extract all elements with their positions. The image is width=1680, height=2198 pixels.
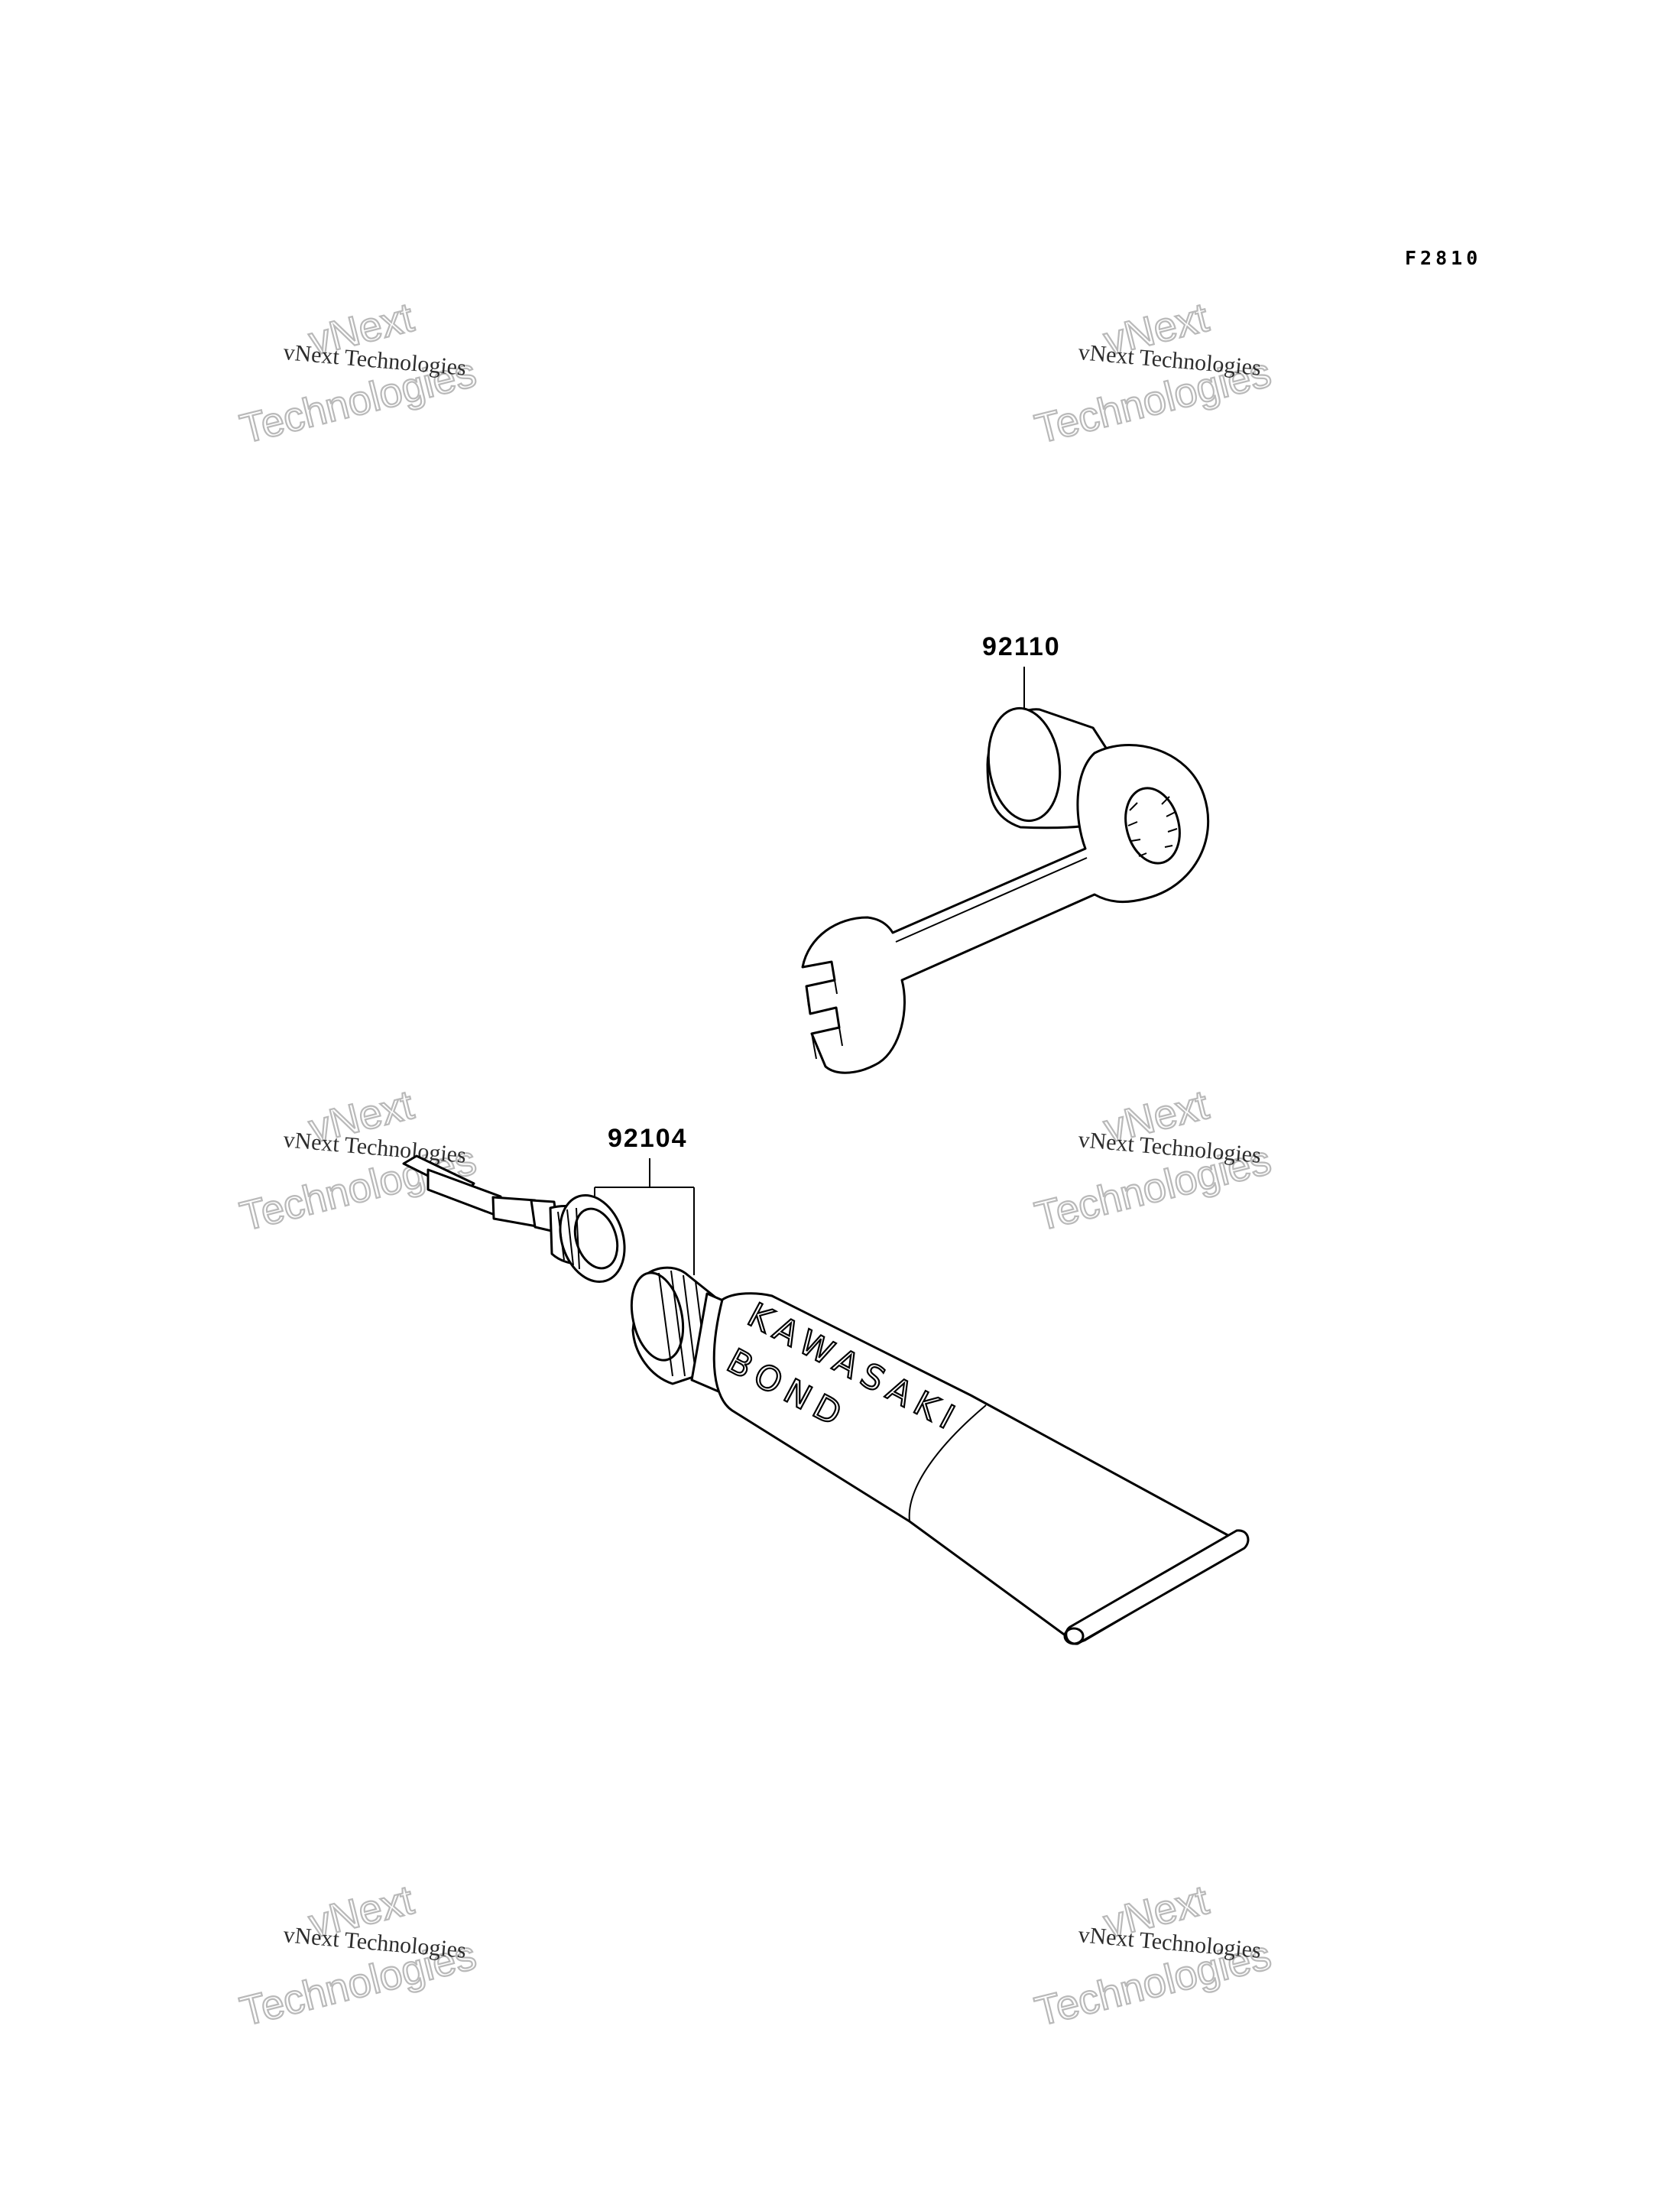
watermark-top-right: vNext Technologies vNext Technologies <box>1030 294 1276 453</box>
part-number-92110: 92110 <box>982 632 1061 661</box>
watermark-bottom-left: vNext Technologies vNext Technologies <box>235 1876 482 2036</box>
nozzle-cap <box>402 1154 626 1284</box>
bond-tube: KAWASAKI BOND <box>712 1292 1250 1645</box>
watermark-middle-left: vNext Technologies vNext Technologies <box>235 1081 482 1241</box>
watermark-top-left: vNext Technologies vNext Technologies <box>235 294 482 453</box>
figure-code: F2810 <box>1405 247 1481 269</box>
watermark-middle-right: vNext Technologies vNext Technologies <box>1030 1081 1276 1241</box>
part-number-92104: 92104 <box>608 1124 688 1153</box>
leader-line-92104 <box>594 1158 695 1275</box>
wrench-tool <box>801 706 1210 1074</box>
watermark-bottom-right: vNext Technologies vNext Technologies <box>1030 1876 1276 2036</box>
